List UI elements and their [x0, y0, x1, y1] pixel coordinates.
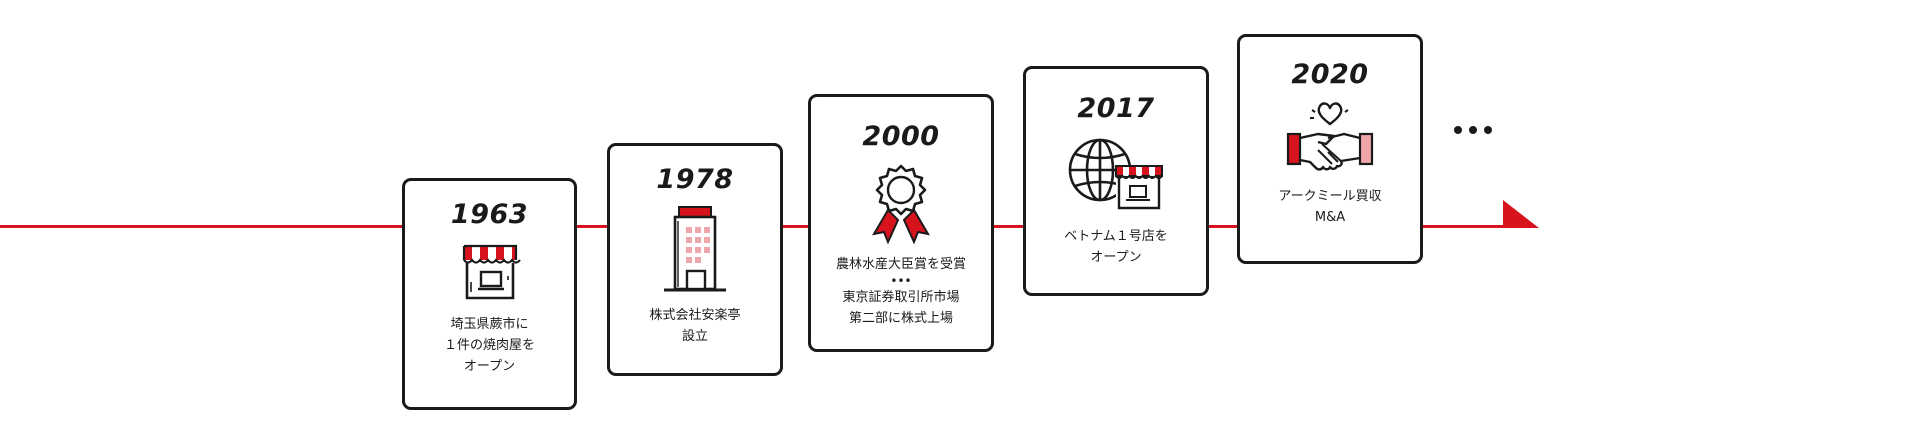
award-rosette-icon: [872, 164, 930, 245]
event-description: 株式会社安楽亭 設立: [649, 308, 741, 344]
event-year: 2000: [862, 121, 940, 152]
office-building-icon: [664, 206, 726, 292]
handshake-heart-icon: [1286, 102, 1374, 171]
event-year: 1978: [656, 164, 734, 195]
event-description: 農林水産大臣賞を受賞 ••• 東京証券取引所市場 第二部に株式上場: [835, 257, 966, 326]
timeline-card-1978: 1978 株式会社安楽亭 設立: [607, 143, 783, 376]
timeline-arrow-head: [1503, 200, 1539, 228]
more-ellipsis-icon: [1454, 126, 1492, 134]
timeline-card-1963: 1963 埼玉県蕨市に １件の焼肉屋を オープン: [402, 178, 577, 410]
timeline-card-2020: 2020 アークミール買収 M&A: [1237, 34, 1423, 264]
event-description: ベトナム１号店を オープン: [1064, 229, 1168, 265]
event-year: 2020: [1291, 59, 1369, 90]
event-description: 埼玉県蕨市に １件の焼肉屋を オープン: [443, 317, 535, 374]
event-year: 2017: [1077, 93, 1155, 124]
event-description: アークミール買収 M&A: [1278, 189, 1382, 225]
globe-store-icon: [1068, 138, 1163, 210]
storefront-icon: [462, 244, 521, 300]
event-year: 1963: [450, 199, 529, 230]
timeline-card-2017: 2017 ベトナム１号店を オープン: [1023, 66, 1209, 296]
timeline-card-2000: 2000 農林水産大臣賞を受賞 ••• 東京証券取引所市場 第二部に株式上場: [808, 94, 994, 352]
